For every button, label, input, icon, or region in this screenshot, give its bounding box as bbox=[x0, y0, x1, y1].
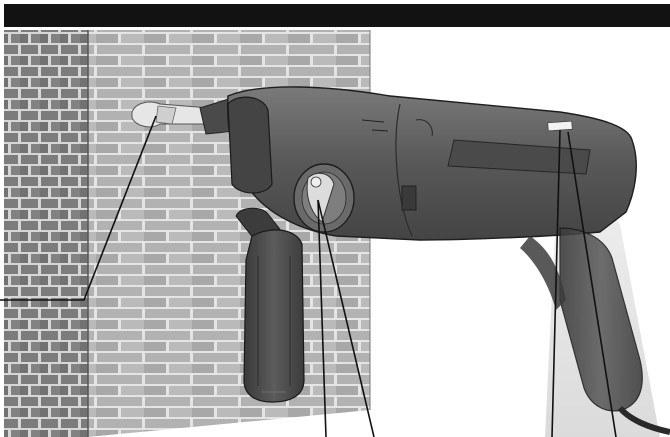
mode-selector bbox=[402, 186, 416, 210]
switch-lock-button bbox=[548, 121, 572, 131]
front-collar bbox=[228, 97, 272, 193]
wall-side-face bbox=[4, 30, 88, 437]
depth-stop-knob bbox=[294, 164, 354, 232]
auxiliary-handle-grip bbox=[244, 230, 304, 402]
